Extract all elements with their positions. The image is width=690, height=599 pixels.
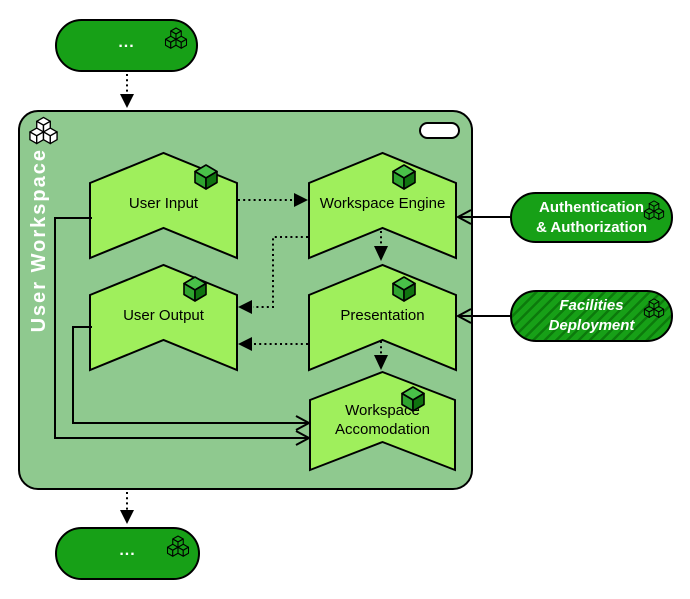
triple-cube-icon — [166, 535, 190, 557]
function-workspace-accomodation[interactable]: Workspace Accomodation — [309, 370, 456, 472]
function-label: Presentation — [340, 307, 425, 324]
cube-icon — [194, 164, 218, 190]
external-node-authentication-authorization[interactable]: Authentication & Authorization — [510, 192, 673, 243]
function-user-input[interactable]: User Input — [89, 151, 238, 260]
external-node-facilities-deployment[interactable]: Facilities Deployment — [510, 290, 673, 342]
flow-external-top-to-user-workspace — [120, 74, 134, 108]
cube-icon — [183, 276, 207, 302]
container-label-strip: User Workspace — [20, 112, 58, 492]
triple-cube-icon — [643, 298, 665, 318]
external-node-label: Authentication & Authorization — [535, 198, 648, 236]
collapse-indicator[interactable] — [419, 122, 460, 139]
function-label: User Output — [123, 307, 204, 324]
external-node-top-label: ... — [118, 33, 135, 51]
container-title: User Workspace — [27, 148, 50, 333]
cube-icon — [392, 164, 416, 190]
cube-icon — [401, 386, 425, 412]
function-label: Workspace Accomodation — [334, 402, 431, 438]
function-workspace-engine[interactable]: Workspace Engine — [308, 151, 457, 260]
flow-user-workspace-to-external-bottom — [120, 492, 134, 524]
function-user-output[interactable]: User Output — [89, 263, 238, 372]
external-node-top[interactable]: ... — [55, 19, 198, 72]
external-node-bottom[interactable]: ... — [55, 527, 200, 580]
cube-icon — [392, 276, 416, 302]
function-label: Workspace Engine — [319, 195, 446, 212]
triple-cube-icon — [164, 27, 188, 49]
function-presentation[interactable]: Presentation — [308, 263, 457, 372]
external-node-bottom-label: ... — [119, 541, 136, 559]
external-node-label: Facilities Deployment — [548, 297, 635, 334]
function-label: User Input — [128, 195, 199, 212]
triple-cube-icon — [643, 200, 665, 220]
